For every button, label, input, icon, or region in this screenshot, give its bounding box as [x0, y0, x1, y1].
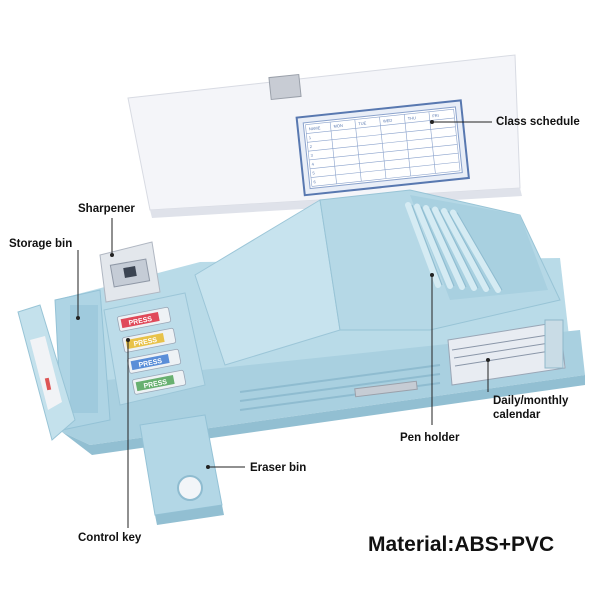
- press-button[interactable]: PRESS: [127, 348, 182, 374]
- schedule-row-number: 1: [309, 135, 313, 140]
- eraser-drawer: [139, 414, 224, 525]
- callout-dots: [76, 120, 490, 469]
- label-sharpener: Sharpener: [78, 203, 135, 215]
- schedule-row-number: 2: [309, 144, 313, 149]
- press-button-label: PRESS: [138, 358, 163, 369]
- press-button[interactable]: PRESS: [132, 369, 187, 395]
- label-class-schedule: Class schedule: [496, 116, 580, 128]
- pen-slots: [405, 202, 503, 293]
- schedule-row-number: 4: [311, 161, 315, 166]
- schedule-grid: NAME MON TUE WED THU FRI 1 2 3 4 5 6: [305, 108, 461, 187]
- class-schedule-card: NAME MON TUE WED THU FRI 1 2 3 4 5 6: [295, 99, 470, 197]
- material-caption: Material:ABS+PVC: [368, 533, 555, 556]
- press-button[interactable]: PRESS: [117, 306, 172, 332]
- pen-holder: [194, 189, 561, 366]
- sharpener: [99, 241, 161, 303]
- schedule-header-cell: WED: [383, 118, 393, 124]
- schedule-row-number: 5: [312, 170, 316, 175]
- label-calendar-line1: Daily/monthly: [493, 395, 569, 407]
- schedule-header-cell: NAME: [309, 125, 321, 131]
- schedule-header-cell: TUE: [358, 120, 367, 126]
- label-storage-bin: Storage bin: [9, 238, 73, 250]
- schedule-header-cell: FRI: [432, 113, 439, 119]
- schedule-header-cell: THU: [407, 115, 416, 121]
- press-buttons: PRESS PRESS PRESS PRESS: [117, 306, 187, 395]
- callout-lines: [77, 121, 492, 528]
- schedule-header-cell: MON: [333, 123, 343, 129]
- press-button-label: PRESS: [133, 337, 158, 348]
- storage-bin: [54, 289, 111, 431]
- schedule-row-number: 3: [310, 153, 314, 158]
- label-calendar-line2: calendar: [493, 409, 541, 421]
- schedule-row-number: 6: [313, 179, 317, 184]
- label-pen-holder: Pen holder: [400, 432, 460, 444]
- press-button-label: PRESS: [128, 316, 153, 327]
- label-control-key: Control key: [78, 532, 142, 544]
- calendar-strip: [447, 319, 566, 386]
- press-button[interactable]: PRESS: [122, 327, 177, 353]
- label-eraser-bin: Eraser bin: [250, 462, 307, 474]
- side-door: [17, 304, 76, 441]
- press-button-label: PRESS: [143, 379, 168, 390]
